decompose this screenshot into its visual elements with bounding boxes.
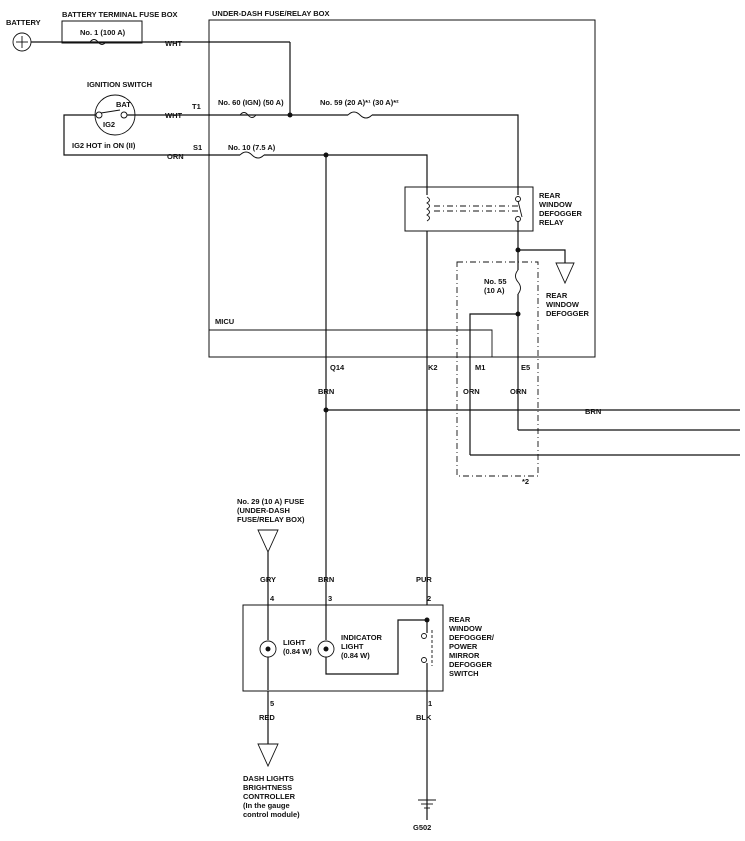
pin-2-label: 2 (427, 594, 431, 603)
wire-wht1-label: WHT (165, 39, 182, 48)
wire-m1 (469, 313, 518, 455)
wire-orn-e5-label: ORN (510, 387, 527, 396)
pin-5-label: 5 (270, 699, 274, 708)
relay-label-3: DEFOGGER (539, 209, 583, 218)
wire-blk-label: BLK (416, 713, 432, 722)
connector-e5-label: E5 (521, 363, 530, 372)
under-dash-box-label: UNDER-DASH FUSE/RELAY BOX (212, 9, 330, 18)
fuse-no10-label: No. 10 (7.5 A) (228, 143, 276, 152)
indicator-label-2: LIGHT (341, 642, 364, 651)
wire-orn-s1-label: ORN (167, 152, 184, 161)
wire-brn-right-label: BRN (585, 407, 601, 416)
defogger-label-2: WINDOW (546, 300, 580, 309)
indicator-label-1: INDICATOR (341, 633, 383, 642)
battery-fuse-box-label: BATTERY TERMINAL FUSE BOX (62, 10, 178, 19)
wire-wht2-label: WHT (165, 111, 182, 120)
defogger-switch-box (242, 604, 444, 692)
connector-m1-label: M1 (475, 363, 485, 372)
wire-fuse59-relay (372, 114, 519, 195)
junction-t1 (287, 112, 293, 118)
switch-label-5: MIRROR (449, 651, 480, 660)
rear-window-defogger-relay (404, 186, 534, 232)
defogger-label-3: DEFOGGER (546, 309, 590, 318)
relay-label-1: REAR (539, 191, 561, 200)
wire-indicator (325, 619, 427, 675)
wire-brn-sw-label: BRN (318, 575, 334, 584)
fuse-no59 (347, 111, 373, 119)
switch-label-6: DEFOGGER (449, 660, 493, 669)
fuse29-label-3: FUSE/RELAY BOX) (237, 515, 305, 524)
wire-pur-label: PUR (416, 575, 432, 584)
ground-label: G502 (413, 823, 431, 832)
ignition-ig2-label: IG2 (103, 120, 115, 129)
fuse29-label-1: No. 29 (10 A) FUSE (237, 497, 304, 506)
wire-red-label: RED (259, 713, 275, 722)
fuse-no60 (239, 112, 257, 118)
dash-lights-controller-arrow (257, 743, 279, 768)
pin-1-label: 1 (428, 699, 432, 708)
relay-label-2: WINDOW (539, 200, 573, 209)
fuse-no55-label-2: (10 A) (484, 286, 505, 295)
relay-coil (426, 196, 430, 222)
indicator-label-3: (0.84 W) (341, 651, 370, 660)
fuse-no1-label: No. 1 (100 A) (80, 28, 126, 37)
light-label-1: LIGHT (283, 638, 306, 647)
pin-4-label: 4 (270, 594, 275, 603)
micu-label: MICU (215, 317, 234, 326)
rear-window-defogger (555, 262, 575, 285)
connector-s1-label: S1 (193, 143, 202, 152)
connector-q14-label: Q14 (330, 363, 345, 372)
wire-orn-m1-label: ORN (463, 387, 480, 396)
defogger-label-1: REAR (546, 291, 568, 300)
connector-k2-label: K2 (428, 363, 438, 372)
pin-3-label: 3 (328, 594, 332, 603)
dash-label-5: control module) (243, 810, 300, 819)
battery (12, 32, 32, 52)
wire-relay-output (517, 221, 566, 263)
switch-label-4: POWER (449, 642, 478, 651)
dash-label-3: CONTROLLER (243, 792, 296, 801)
switch-label-1: REAR (449, 615, 471, 624)
ig2-hot-label: IG2 HOT in ON (II) (72, 141, 136, 150)
battery-fuse-box (61, 20, 143, 44)
connector-t1-label: T1 (192, 102, 201, 111)
fuse-no55 (515, 269, 521, 295)
fuse-no10 (239, 151, 265, 159)
dash-label-2: BRIGHTNESS (243, 783, 292, 792)
wire-fuse10 (264, 154, 428, 195)
light-label-2: (0.84 W) (283, 647, 312, 656)
fuse-no55-label-1: No. 55 (484, 277, 507, 286)
wire-s1 (63, 114, 210, 156)
battery-label: BATTERY (6, 18, 41, 27)
fuse29-source (257, 529, 279, 554)
relay-label-4: RELAY (539, 218, 564, 227)
fuse29-label-2: (UNDER-DASH (237, 506, 290, 515)
note-2-label: *2 (522, 477, 529, 486)
fuse-no60-label: No. 60 (IGN) (50 A) (218, 98, 284, 107)
under-dash-fuse-relay-box (208, 19, 596, 358)
ground-icon (418, 799, 436, 809)
fuse-no59-label: No. 59 (20 A)*¹ (30 A)*² (320, 98, 399, 107)
fuse-no1 (89, 39, 107, 45)
variant-2-box (456, 261, 539, 477)
switch-label-7: SWITCH (449, 669, 479, 678)
switch-label-2: WINDOW (449, 624, 483, 633)
wire-gry-label: GRY (260, 575, 276, 584)
micu-boundary (209, 329, 493, 357)
dash-label-4: (In the gauge (243, 801, 290, 810)
ignition-bat-label: BAT (116, 100, 131, 109)
dash-label-1: DASH LIGHTS (243, 774, 294, 783)
ignition-switch-label: IGNITION SWITCH (87, 80, 152, 89)
switch-label-3: DEFOGGER/ (449, 633, 495, 642)
